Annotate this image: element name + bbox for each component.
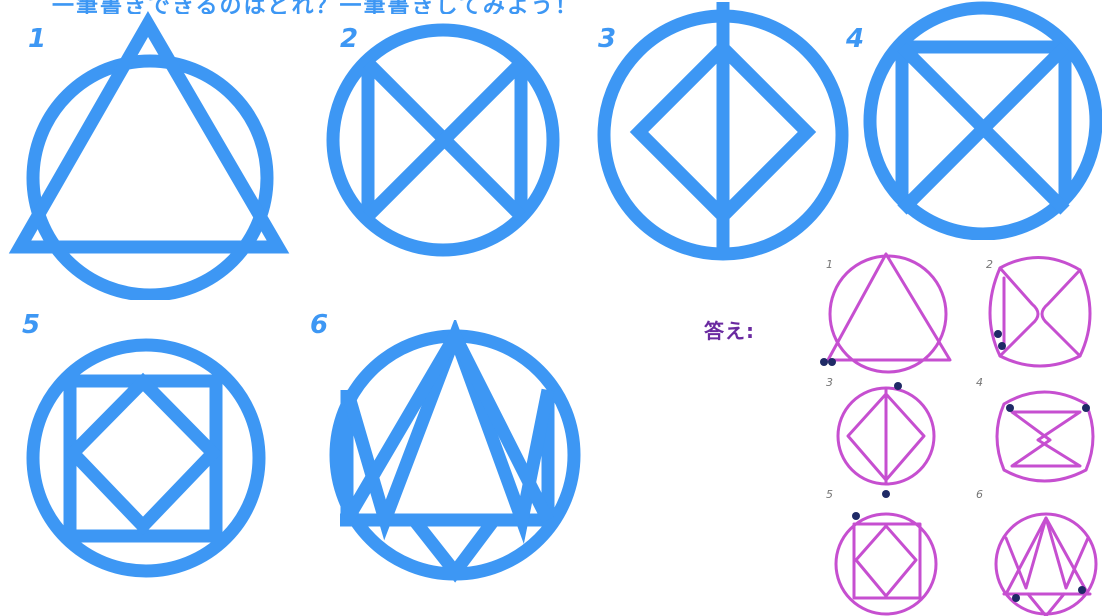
answer-start-dot [882,490,890,498]
answer-start-dot [1012,594,1020,602]
answer-start-dot [828,358,836,366]
answer-sketches [800,248,1102,616]
answer-panel: 1 2 3 4 5 6 [800,248,1102,616]
answer-start-dot [998,342,1006,350]
answer-start-dot [1006,404,1014,412]
answer-label: 答え: [704,315,755,344]
answer-sketch-6 [996,514,1096,616]
answer-start-dot [820,358,828,366]
answer-start-dot [1078,586,1086,594]
answer-start-dot [852,512,860,520]
puzzle-figure-3 [590,0,860,270]
answer-start-dot [1082,404,1090,412]
answer-sketch-2 [990,257,1090,366]
puzzle-figure-6 [300,320,600,616]
answer-sketch-1 [828,254,950,372]
puzzle-figure-1 [0,0,300,300]
puzzle-figure-5 [0,320,300,616]
answer-start-dot [894,382,902,390]
answer-sketch-3 [838,388,934,484]
answer-start-dot [994,330,1002,338]
puzzle-figure-2 [320,0,580,270]
puzzle-figure-4 [862,0,1102,240]
answer-sketch-5 [836,514,936,614]
